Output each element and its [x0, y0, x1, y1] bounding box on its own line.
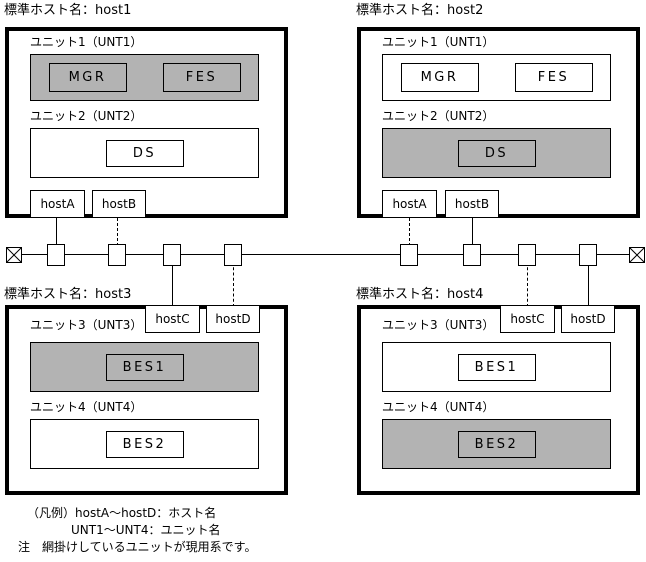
legend-line-note: 注 網掛けしているユニットが現用系です。: [18, 540, 257, 554]
host3-unit3-caption: ユニット3（UNT3）: [30, 318, 143, 332]
lead-host2-hosta: [409, 218, 410, 246]
host4-unit3-box: BES1: [382, 342, 611, 392]
host3-nic-hostc: hostC: [145, 305, 200, 333]
host3-nic-hostd: hostD: [206, 305, 260, 333]
host4-unit4-box: BES2: [382, 419, 611, 469]
bus-node-1: [47, 244, 65, 266]
host1-nic-hostb: hostB: [92, 190, 146, 218]
lead-host1-hosta: [56, 218, 57, 246]
host1-unit1-box: MGR FES: [30, 54, 259, 101]
host3-unit4-caption: ユニット4（UNT4）: [30, 400, 143, 414]
host4-unit3-process-bes1: BES1: [457, 353, 536, 381]
host3-unit3-process-bes1: BES1: [105, 353, 184, 381]
host1-unit2-process-ds: DS: [105, 139, 184, 167]
lead-host4-hostc: [527, 262, 528, 307]
host4-nic-hostc: hostC: [500, 305, 555, 333]
bus-node-6: [463, 244, 481, 266]
bus-node-4: [224, 244, 242, 266]
lead-host4-hostd: [588, 262, 589, 307]
host3-unit4-box: BES2: [30, 419, 259, 469]
lead-host3-hostd: [233, 262, 234, 307]
host2-unit2-caption: ユニット2（UNT2）: [382, 109, 495, 123]
host1-title: 標準ホスト名：host1: [4, 3, 132, 18]
bus-terminator-right-icon: [629, 247, 645, 263]
host1-unit2-caption: ユニット2（UNT2）: [30, 109, 143, 123]
host2-title: 標準ホスト名：host2: [356, 3, 484, 18]
lead-host2-hostb: [472, 218, 473, 246]
host4-nic-hostd: hostD: [561, 305, 615, 333]
bus-node-3: [163, 244, 181, 266]
lead-host1-hostb: [117, 218, 118, 246]
host2-unit1-caption: ユニット1（UNT1）: [382, 35, 495, 49]
legend-line-hostnames: （凡例）hostA〜hostD：ホスト名: [27, 506, 217, 520]
host1-nic-hosta: hostA: [30, 190, 85, 218]
host4-title: 標準ホスト名：host4: [356, 287, 484, 302]
bus-node-2: [108, 244, 126, 266]
host1-unit1-process-fes: FES: [162, 63, 241, 92]
host2-unit1-process-mgr: MGR: [400, 63, 479, 92]
host3-unit4-process-bes2: BES2: [105, 430, 184, 458]
legend-line-unitnames: UNT1〜UNT4：ユニット名: [71, 523, 221, 537]
host1-unit1-caption: ユニット1（UNT1）: [30, 35, 143, 49]
host2-unit1-box: MGR FES: [382, 54, 611, 101]
host4-unit3-caption: ユニット3（UNT3）: [382, 318, 495, 332]
host2-unit2-box: DS: [382, 128, 611, 178]
bus-terminator-left-icon: [6, 247, 22, 263]
bus-node-8: [579, 244, 597, 266]
host3-unit3-box: BES1: [30, 342, 259, 392]
network-bus-line: [14, 254, 634, 255]
host2-nic-hosta: hostA: [382, 190, 437, 218]
host1-unit2-box: DS: [30, 128, 259, 178]
bus-node-7: [518, 244, 536, 266]
bus-node-5: [400, 244, 418, 266]
host2-nic-hostb: hostB: [445, 190, 499, 218]
host2-unit2-process-ds: DS: [457, 139, 536, 167]
host1-unit1-process-mgr: MGR: [48, 63, 127, 92]
host2-unit1-process-fes: FES: [514, 63, 593, 92]
host4-unit4-process-bes2: BES2: [457, 430, 536, 458]
host4-unit4-caption: ユニット4（UNT4）: [382, 400, 495, 414]
host3-title: 標準ホスト名：host3: [4, 287, 132, 302]
lead-host3-hostc: [172, 262, 173, 307]
